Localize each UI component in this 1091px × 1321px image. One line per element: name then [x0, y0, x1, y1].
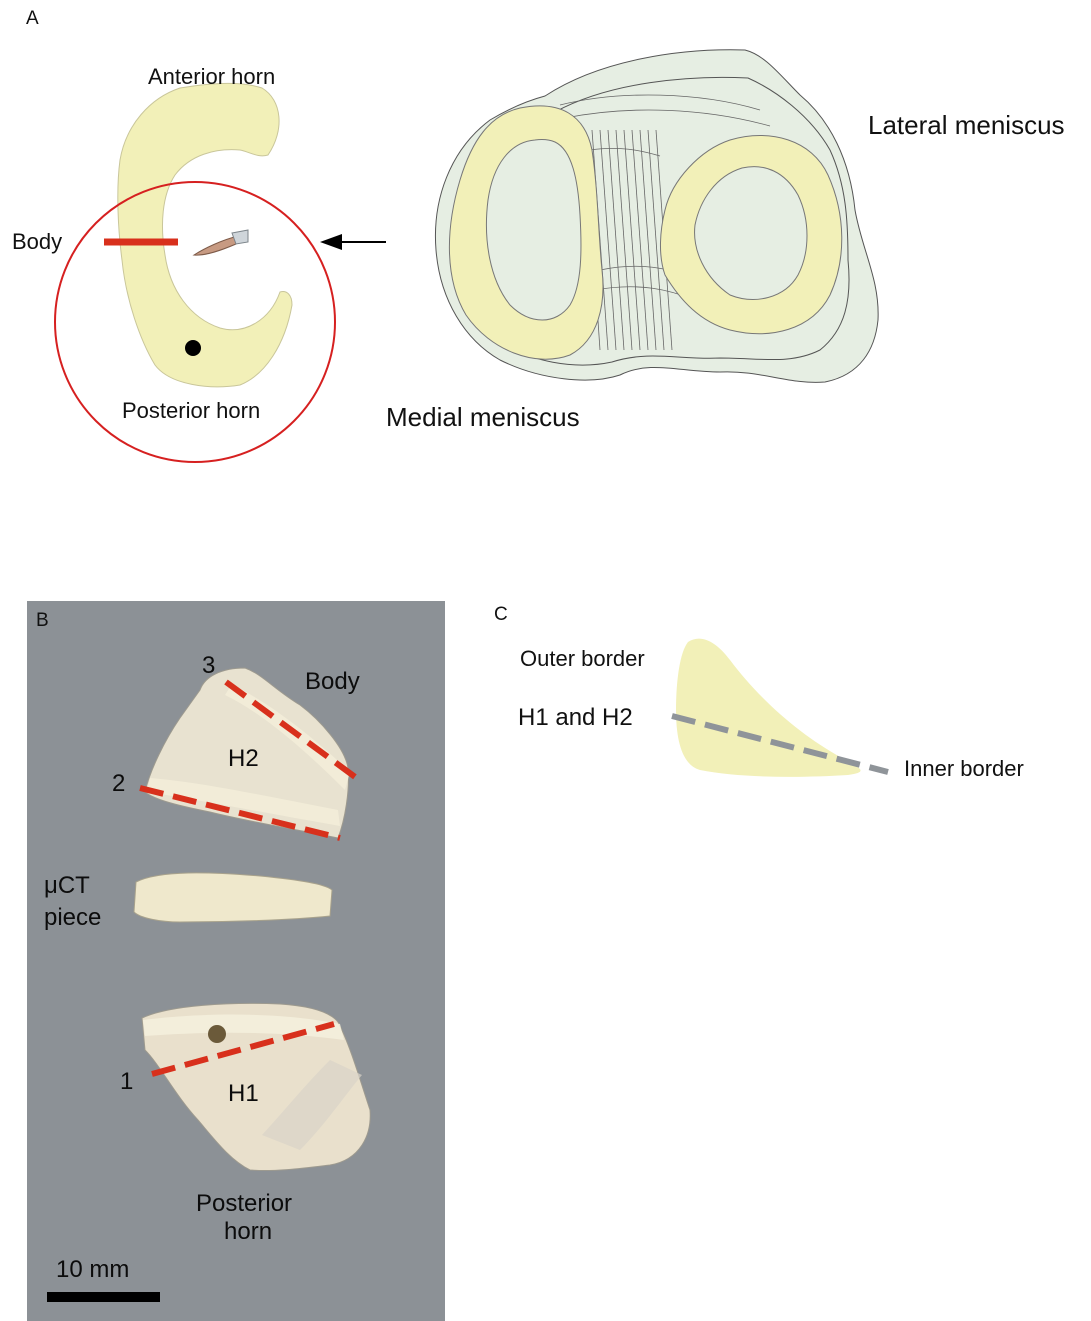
cross-section-shape — [676, 639, 861, 777]
panel-b-letter: B — [36, 610, 49, 632]
tibial-plateau-illustration — [435, 50, 878, 383]
body-label: Body — [12, 229, 62, 255]
anterior-horn-label: Anterior horn — [148, 64, 275, 90]
uct-label-line1: μCT — [44, 872, 90, 900]
uct-label-line2: piece — [44, 904, 101, 932]
h1-label: H1 — [228, 1080, 259, 1108]
posterior-horn-dot — [185, 340, 201, 356]
scale-bar-label: 10 mm — [56, 1256, 129, 1284]
scale-bar — [47, 1292, 160, 1302]
posterior-horn-piece-label-line1: Posterior — [196, 1190, 292, 1218]
panel-c-letter: C — [494, 604, 508, 626]
h1-and-h2-label: H1 and H2 — [518, 704, 633, 732]
lateral-meniscus-label: Lateral meniscus — [868, 110, 1065, 141]
posterior-horn-label: Posterior horn — [122, 398, 260, 424]
posterior-horn-piece-label-line2: horn — [224, 1218, 272, 1246]
inner-border-label: Inner border — [904, 756, 1024, 782]
arrow-icon — [320, 234, 386, 250]
cut-number-3: 3 — [202, 652, 215, 680]
cut-number-2: 2 — [112, 770, 125, 798]
body-piece-label: Body — [305, 668, 360, 696]
h2-label: H2 — [228, 745, 259, 773]
cut-number-1: 1 — [120, 1068, 133, 1096]
tissue-hole — [208, 1025, 226, 1043]
medial-meniscus-label: Medial meniscus — [386, 402, 580, 433]
medial-meniscus-shape — [118, 83, 292, 386]
outer-border-label: Outer border — [520, 646, 645, 672]
scalpel-icon — [194, 230, 248, 255]
